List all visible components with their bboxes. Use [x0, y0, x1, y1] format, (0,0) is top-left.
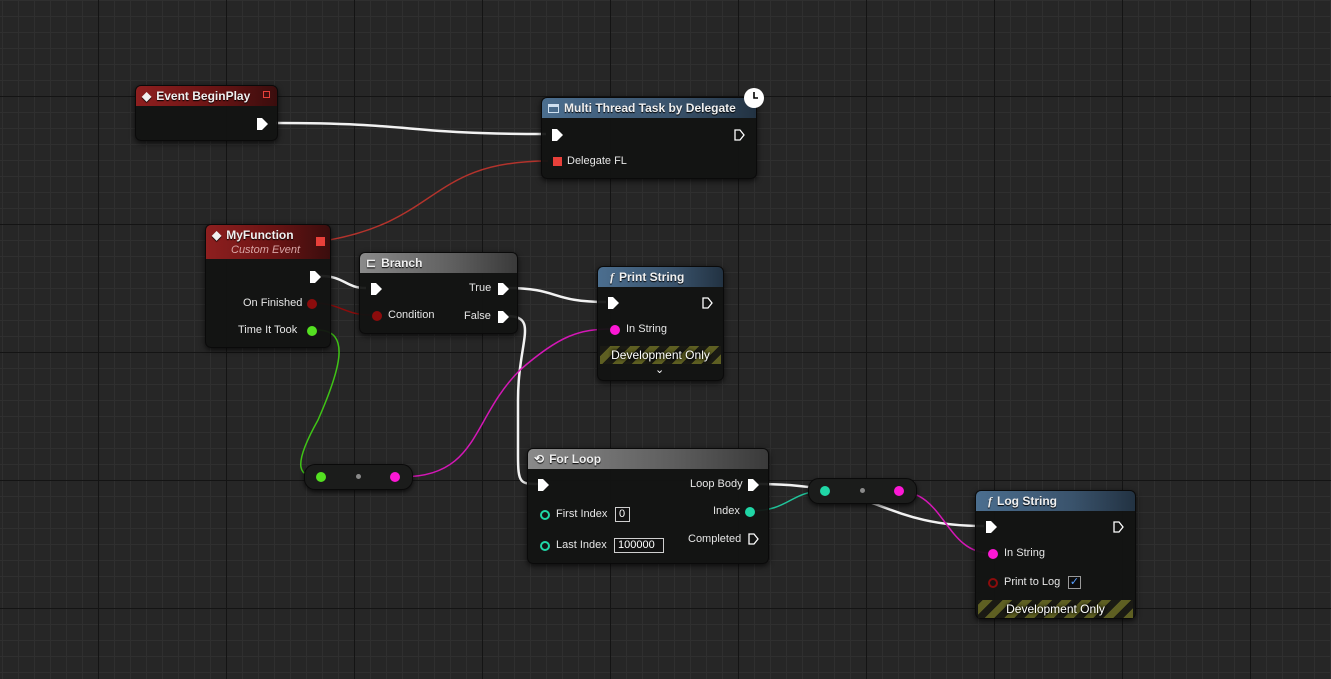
node-header: f Print String	[598, 267, 723, 287]
node-title: Branch	[381, 256, 423, 270]
float-in-pin[interactable]	[316, 472, 326, 482]
pin-label-delegate: Delegate FL	[567, 155, 627, 167]
exec-loop-body-out-pin[interactable]	[748, 479, 759, 491]
exec-out-pin[interactable]	[310, 271, 321, 283]
node-print-string[interactable]: f Print String In String Development Onl…	[597, 266, 724, 381]
bool-in-pin[interactable]	[372, 311, 382, 321]
exec-in-pin[interactable]	[986, 521, 997, 533]
reroute-dot	[860, 488, 865, 493]
checkmark-icon: ✓	[1069, 576, 1080, 588]
pin-label-completed: Completed	[688, 533, 742, 545]
pin-label-in-string: In String	[626, 323, 667, 335]
node-title: Log String	[997, 494, 1057, 508]
pin-label-print-to-log: Print to Log	[1004, 576, 1061, 588]
pin-label-in-string: In String	[1004, 547, 1045, 559]
branch-icon: ⊏	[366, 256, 377, 270]
clock-icon	[744, 88, 764, 108]
exec-out-pin[interactable]	[702, 297, 713, 309]
node-header: ⊏ Branch	[360, 253, 517, 273]
last-index-input[interactable]: 100000	[614, 538, 664, 553]
pin-label-last-index: Last Index	[556, 539, 607, 551]
node-header: ⟲ For Loop	[528, 449, 768, 469]
exec-out-pin[interactable]	[734, 129, 745, 141]
chevron-down-icon[interactable]: ⌄	[655, 364, 665, 376]
node-my-function[interactable]: ◆ MyFunction Custom Event On Finished Ti…	[205, 224, 331, 348]
int-out-pin[interactable]	[745, 507, 755, 517]
wire-exec-true-to-printstring	[505, 286, 607, 304]
pin-label-index: Index	[713, 505, 740, 517]
wire-delegate	[328, 160, 549, 241]
exec-out-pin[interactable]	[1113, 521, 1124, 533]
node-log-string[interactable]: f Log String In String Print to Log ✓ De…	[975, 490, 1136, 619]
exec-in-pin[interactable]	[538, 479, 549, 491]
node-header: Multi Thread Task by Delegate	[542, 98, 756, 118]
pin-label-condition: Condition	[388, 309, 435, 321]
development-only-banner: Development Only	[978, 600, 1133, 618]
development-only-banner: Development Only	[600, 346, 721, 364]
node-header: f Log String	[976, 491, 1135, 511]
delegate-in-pin[interactable]	[553, 157, 562, 166]
exec-in-pin[interactable]	[608, 297, 619, 309]
loop-icon: ⟲	[534, 452, 545, 466]
float-out-pin[interactable]	[307, 326, 317, 336]
node-multi-thread-task[interactable]: Multi Thread Task by Delegate Delegate F…	[541, 97, 757, 179]
first-index-input[interactable]: 0	[615, 507, 630, 522]
node-title: Print String	[619, 270, 685, 284]
function-icon: f	[988, 493, 992, 508]
wire-float-time-to-reroute	[300, 329, 340, 478]
string-in-pin[interactable]	[610, 325, 620, 335]
pin-label-true: True	[469, 282, 492, 294]
delegate-output-icon[interactable]	[263, 91, 270, 98]
function-icon: f	[610, 269, 614, 284]
exec-true-out-pin[interactable]	[498, 283, 509, 295]
exec-in-pin[interactable]	[371, 283, 382, 295]
node-title: For Loop	[549, 452, 602, 466]
pin-label-false: False	[464, 310, 491, 322]
print-to-log-checkbox[interactable]: ✓	[1068, 576, 1081, 589]
bool-in-pin-print-to-log[interactable]	[988, 578, 998, 588]
node-event-beginplay[interactable]: ◆ Event BeginPlay	[135, 85, 278, 141]
exec-out-pin[interactable]	[257, 118, 268, 130]
node-header: ◆ MyFunction	[206, 225, 330, 259]
int-in-pin-first-index[interactable]	[540, 510, 550, 520]
string-out-pin[interactable]	[390, 472, 400, 482]
node-header: ◆ Event BeginPlay	[136, 86, 277, 106]
exec-in-pin[interactable]	[552, 129, 563, 141]
string-out-pin[interactable]	[894, 486, 904, 496]
node-branch[interactable]: ⊏ Branch Condition True False	[359, 252, 518, 334]
string-in-pin[interactable]	[988, 549, 998, 559]
reroute-node-left[interactable]	[304, 464, 413, 490]
node-title: MyFunction	[226, 228, 294, 242]
node-title: Event BeginPlay	[156, 89, 251, 103]
wire-exec-beginplay-to-multithread	[275, 121, 547, 136]
event-diamond-icon: ◆	[142, 89, 152, 103]
bool-out-pin[interactable]	[307, 299, 317, 309]
reroute-dot	[356, 474, 361, 479]
exec-completed-out-pin[interactable]	[748, 533, 759, 545]
pin-label-first-index: First Index	[556, 508, 608, 520]
node-for-loop[interactable]: ⟲ For Loop First Index 0 Last Index 1000…	[527, 448, 769, 564]
int-in-pin[interactable]	[820, 486, 830, 496]
exec-false-out-pin[interactable]	[498, 311, 509, 323]
int-in-pin-last-index[interactable]	[540, 541, 550, 551]
function-window-icon	[548, 103, 559, 113]
node-title: Multi Thread Task by Delegate	[564, 101, 736, 115]
delegate-output-pin[interactable]	[316, 237, 325, 246]
pin-label-on-finished: On Finished	[243, 297, 303, 309]
event-diamond-icon: ◆	[212, 228, 222, 242]
node-subtitle: Custom Event	[231, 244, 301, 256]
pin-label-time-it-took: Time It Took	[238, 324, 298, 336]
pin-label-loop-body: Loop Body	[690, 478, 743, 490]
reroute-node-right[interactable]	[808, 478, 917, 504]
